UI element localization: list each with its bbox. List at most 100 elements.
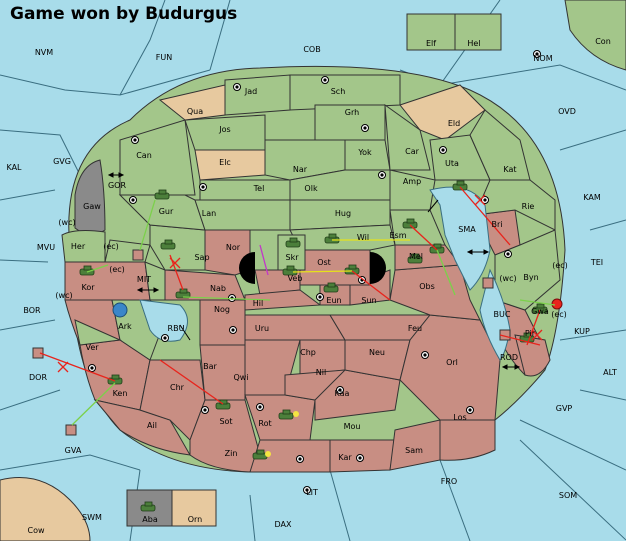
dislodged-unit-icon[interactable] [132, 249, 144, 261]
army-icon[interactable] [252, 449, 268, 460]
label-GVA: GVA [65, 446, 82, 455]
support-order [519, 299, 556, 306]
label-ALT: ALT [603, 368, 617, 377]
label-DOR: DOR [29, 373, 47, 382]
dislodged-unit-icon[interactable] [482, 277, 494, 289]
fleet-icon[interactable] [140, 501, 156, 512]
game-status-title: Game won by Budurgus [10, 4, 238, 24]
label-Con: Con [595, 37, 611, 46]
retreat-arrow-icon [466, 249, 490, 255]
support-order [182, 296, 271, 301]
label-Skr: Skr [286, 253, 300, 262]
supply-center-icon [229, 326, 237, 334]
province-Eld[interactable] [399, 84, 486, 141]
province-Orn[interactable] [171, 489, 217, 527]
supply-center-icon [356, 454, 364, 462]
supply-center-icon [256, 403, 264, 411]
label-Nil: Nil [316, 368, 326, 377]
label-Byn: Byn [523, 273, 538, 282]
label-ec1: (ec) [103, 242, 119, 251]
label-Gur: Gur [159, 207, 174, 216]
label-Hil: Hil [253, 299, 263, 308]
label-GVG: GVG [53, 157, 71, 166]
label-SWM: SWM [82, 513, 102, 522]
supply-centers [88, 50, 541, 494]
sea-RBU[interactable] [139, 299, 188, 342]
label-Bar: Bar [203, 362, 217, 371]
supply-center-icon [199, 183, 207, 191]
province-Los[interactable] [439, 419, 496, 461]
label-Jad: Jad [244, 87, 257, 96]
label-Sch: Sch [331, 87, 346, 96]
label-Ark: Ark [118, 322, 132, 331]
label-Orn: Orn [188, 515, 203, 524]
province-Wil[interactable] [289, 224, 396, 251]
label-Kaa: Kaa [335, 389, 350, 398]
supply-center-icon [129, 196, 137, 204]
label-NOM: NOM [533, 54, 552, 63]
province-Car[interactable] [384, 103, 431, 171]
retreat-arrow-icon [179, 324, 191, 341]
label-Esm: Esm [389, 231, 406, 240]
label-ec3: (ec) [552, 261, 568, 270]
support-order [71, 382, 116, 426]
province-Esm[interactable] [389, 209, 446, 246]
province-labels: NVM FUN COB NOM Con Elf Hel KAL GVG GOR … [6, 37, 616, 535]
label-ec2: (ec) [109, 265, 125, 274]
label-Kat: Kat [503, 165, 516, 174]
label-Amp: Amp [403, 177, 421, 186]
label-Nor: Nor [226, 243, 241, 252]
label-Sap: Sap [194, 253, 209, 262]
supply-center-icon [131, 136, 139, 144]
label-Zin: Zin [225, 449, 238, 458]
army-icon[interactable] [407, 253, 423, 264]
explosion-icon [551, 298, 563, 310]
label-Sam: Sam [405, 446, 423, 455]
province-Hil[interactable] [244, 289, 322, 311]
province-Pir[interactable] [514, 334, 551, 377]
dislodged-unit-icon[interactable] [65, 424, 77, 436]
supply-center-icon [336, 386, 344, 394]
label-MIT: MIT [137, 275, 151, 284]
supply-center-icon [321, 76, 329, 84]
label-Ail: Ail [147, 421, 157, 430]
army-icon[interactable] [160, 239, 176, 250]
label-Elf: Elf [426, 39, 436, 48]
province-Her[interactable] [61, 230, 106, 263]
province-Kaa[interactable] [314, 369, 401, 421]
province-Bar[interactable] [199, 344, 246, 401]
supply-center-icon [296, 455, 304, 463]
province-Con[interactable] [564, 0, 626, 71]
label-Uta: Uta [445, 159, 459, 168]
province-Hel[interactable] [454, 13, 502, 51]
army-icon[interactable] [278, 409, 294, 420]
supply-center-icon [233, 83, 241, 91]
army-icon[interactable] [323, 282, 339, 293]
label-wc1: (wc) [58, 218, 75, 227]
label-wc2: (wc) [55, 291, 72, 300]
province-Jad[interactable] [224, 74, 291, 116]
army-icon[interactable] [285, 237, 301, 248]
label-Her: Her [71, 242, 86, 251]
supply-center-icon [421, 351, 429, 359]
province-Ver[interactable] [74, 319, 122, 346]
supply-center-icon [533, 50, 541, 58]
province-Sot[interactable] [189, 399, 261, 473]
label-Cow: Cow [27, 526, 44, 535]
army-icon[interactable] [154, 189, 170, 200]
province-Cow[interactable] [0, 477, 91, 541]
label-RBU: RBU [168, 324, 185, 333]
label-SOM: SOM [559, 491, 577, 500]
label-Hug: Hug [335, 209, 351, 218]
province-Ail[interactable] [93, 399, 191, 456]
support-order [139, 199, 156, 251]
label-Veb: Veb [288, 274, 303, 283]
label-Rie: Rie [522, 202, 535, 211]
label-Wil: Wil [357, 233, 369, 242]
supply-center-icon [303, 486, 311, 494]
label-BOR: BOR [23, 306, 41, 315]
label-Chr: Chr [170, 383, 185, 392]
explosion-icon [265, 451, 271, 457]
dislodged-unit-icon[interactable] [32, 347, 44, 359]
label-Lan: Lan [202, 209, 216, 218]
